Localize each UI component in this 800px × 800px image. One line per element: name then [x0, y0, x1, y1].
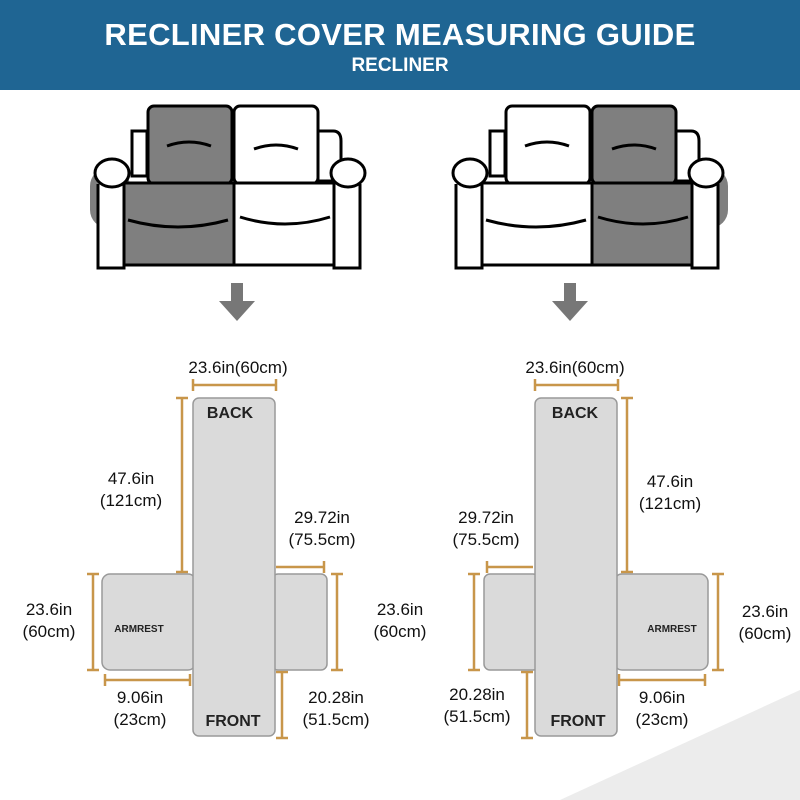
width-dimension: 23.6in(60cm) [525, 358, 624, 377]
front-length-in: 20.28in [449, 685, 505, 704]
seat-offset-in: 29.72in [294, 508, 350, 527]
back-length-cm: (121cm) [100, 491, 162, 510]
page-title: RECLINER COVER MEASURING GUIDE [104, 17, 696, 52]
sofa-right-seat-highlighted [451, 104, 728, 270]
armrest-width-in: 9.06in [117, 688, 163, 707]
back-length-cm: (121cm) [639, 494, 701, 513]
armrest-label: ARMREST [114, 624, 163, 635]
width-dimension: 23.6in(60cm) [188, 358, 287, 377]
seat-offset-in: 29.72in [458, 508, 514, 527]
front-label: FRONT [205, 713, 260, 730]
armrest-height-cm: (60cm) [23, 622, 76, 641]
armrest-height-in: 23.6in [26, 600, 72, 619]
cover-panels-right [483, 397, 709, 737]
armrest-height-cm: (60cm) [374, 622, 427, 641]
sofa-left-seat-highlighted [90, 104, 367, 270]
dimension-lines [87, 379, 724, 740]
armrest-width-cm: (23cm) [114, 710, 167, 729]
back-label: BACK [207, 405, 254, 422]
front-label: FRONT [550, 713, 605, 730]
armrest-label: ARMREST [647, 624, 696, 635]
back-length-in: 47.6in [647, 472, 693, 491]
back-label: BACK [552, 405, 599, 422]
header-banner: RECLINER COVER MEASURING GUIDE RECLINER [0, 0, 800, 90]
armrest-width-in: 9.06in [639, 688, 685, 707]
armrest-height-in: 23.6in [377, 600, 423, 619]
down-arrow-icon [219, 283, 255, 321]
back-length-in: 47.6in [108, 469, 154, 488]
page-subtitle: RECLINER [351, 55, 449, 76]
front-length-cm: (51.5cm) [443, 707, 510, 726]
armrest-width-cm: (23cm) [636, 710, 689, 729]
seat-offset-cm: (75.5cm) [452, 530, 519, 549]
armrest-height-cm: (60cm) [739, 624, 792, 643]
armrest-height-in: 23.6in [742, 602, 788, 621]
background-shade [560, 690, 800, 800]
front-length-in: 20.28in [308, 688, 364, 707]
front-length-cm: (51.5cm) [302, 710, 369, 729]
cover-panels-left [101, 397, 328, 737]
down-arrow-icon [552, 283, 588, 321]
seat-offset-cm: (75.5cm) [288, 530, 355, 549]
